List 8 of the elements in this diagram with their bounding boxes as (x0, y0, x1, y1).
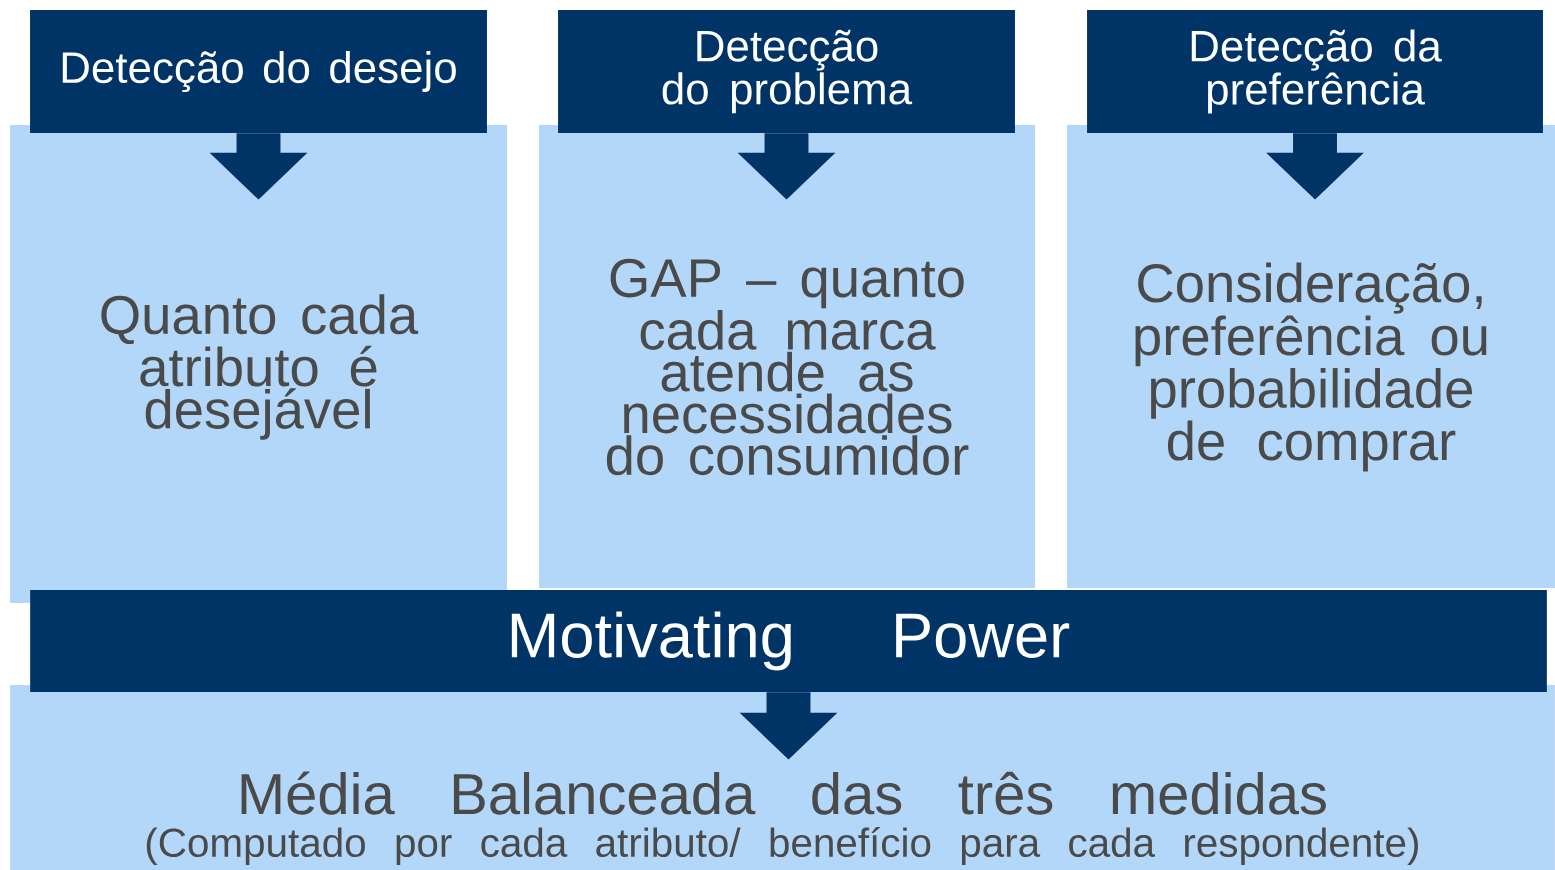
header-box: Motivating Power (30, 590, 1547, 692)
content-panel: Média Balanceada das três medidas (Computado por cada atributo/ benefício para cada respondente) (10, 685, 1555, 870)
header-box: Detecção do problema (558, 10, 1015, 133)
content-panel: Consideração, preferência ou probabilidade de comprar (1067, 125, 1555, 588)
header-box: Detecção da preferência (1087, 10, 1543, 133)
content-panel: Quanto cada atributo é desejável (10, 125, 507, 603)
header-box: Detecção do desejo (30, 10, 487, 133)
content-panel: GAP – quanto cada marca atende as necessidades do consumidor (539, 125, 1035, 588)
